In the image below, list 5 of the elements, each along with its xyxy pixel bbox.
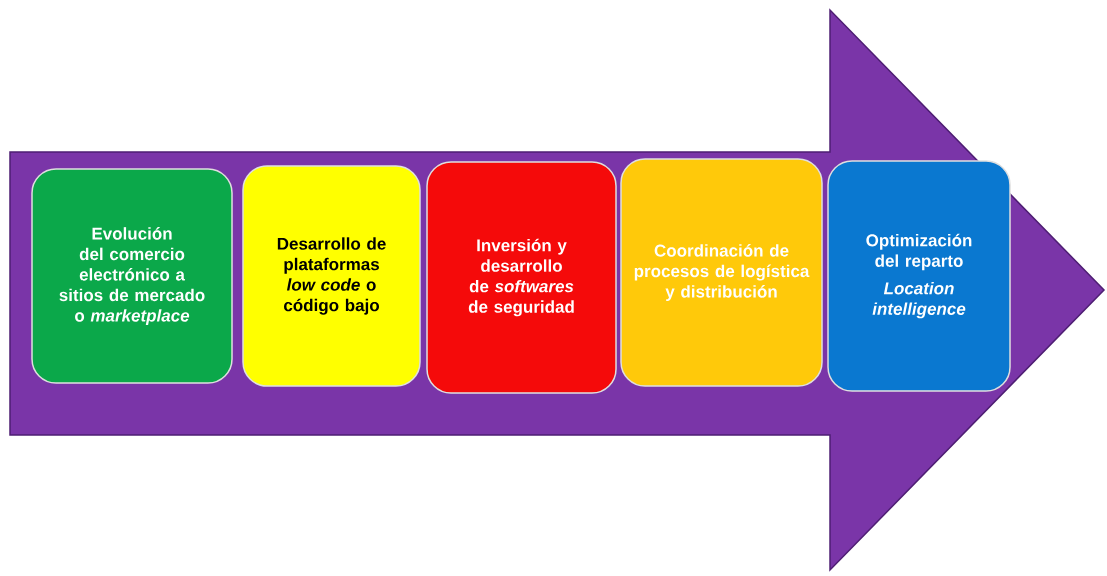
process-box: Inversión y desarrollo de softwares de seguridad: [426, 161, 617, 394]
process-box: Coordinación de procesos de logística y distribución: [620, 158, 823, 387]
process-box: Desarrollo de plataformas low code o código bajo: [242, 165, 421, 387]
process-box: Evolución del comercio electrónico a sitios de mercado o marketplace: [31, 168, 233, 384]
process-box: Optimización del reparto Location intelligence: [827, 160, 1011, 392]
